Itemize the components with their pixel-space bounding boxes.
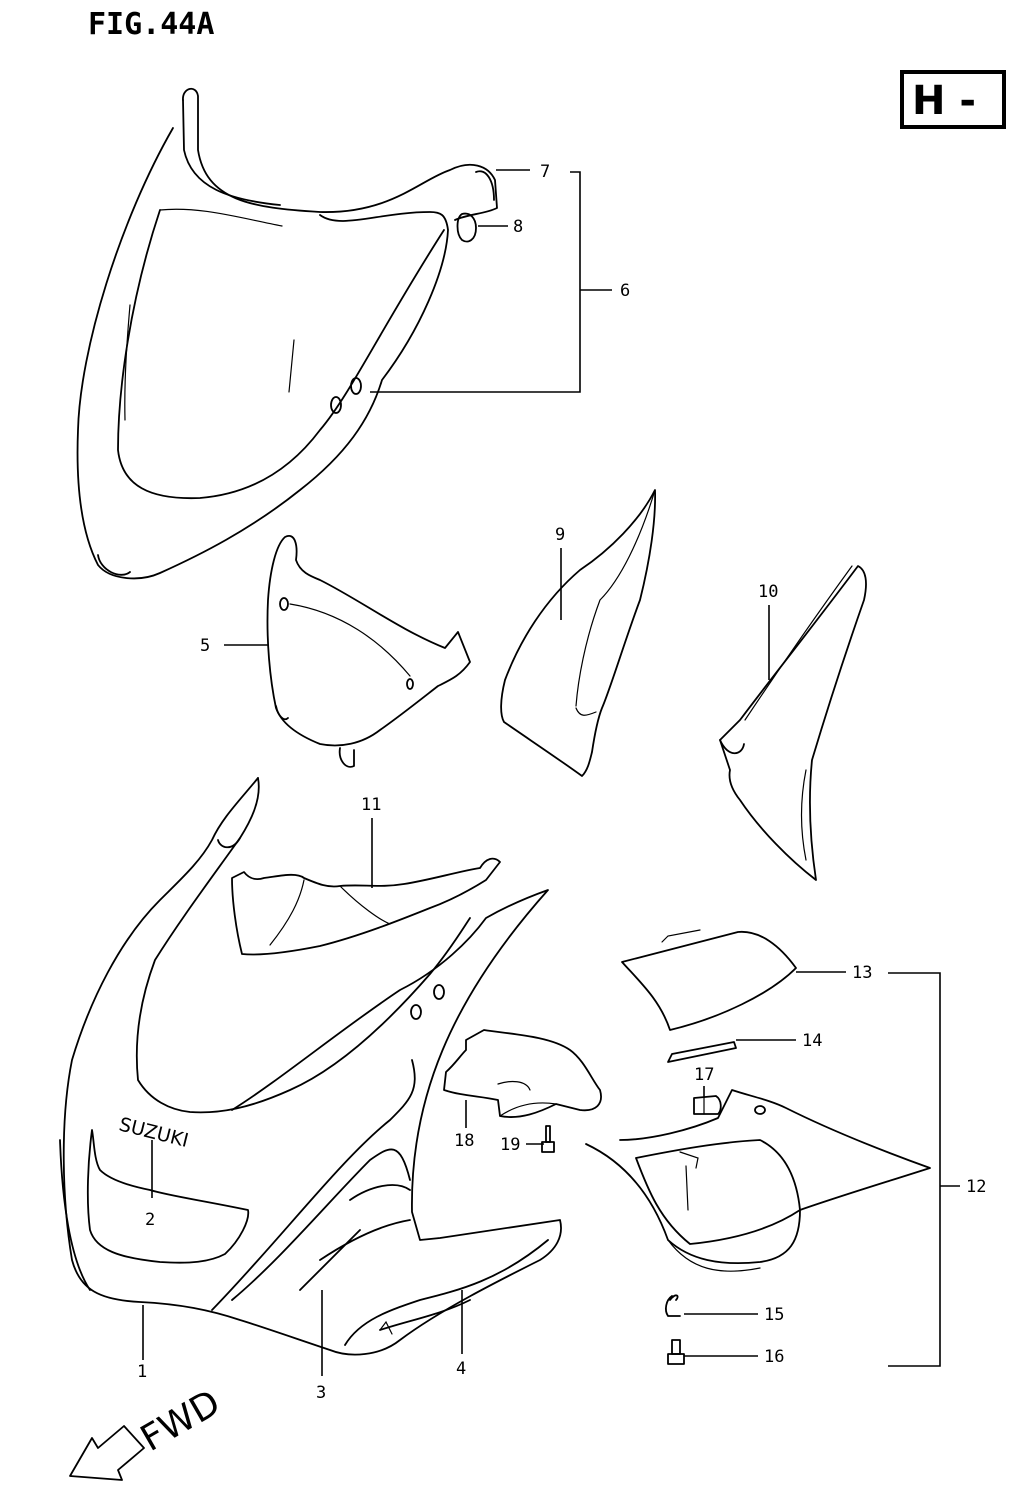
callout-12: 12 <box>966 1177 986 1197</box>
callout-3: 3 <box>316 1383 326 1403</box>
side-panel-part <box>500 489 657 777</box>
callout-9: 9 <box>555 525 565 545</box>
callout-10: 10 <box>758 582 778 602</box>
callout-14: 14 <box>802 1031 822 1051</box>
windscreen-part <box>76 87 498 580</box>
cover-part <box>621 929 797 1031</box>
bolt-part <box>541 1125 555 1153</box>
hook-clip-part <box>665 1294 681 1317</box>
callout-labels: 1 2 3 4 5 6 7 8 9 10 11 12 13 14 15 16 1… <box>137 162 986 1403</box>
brand-logo-text: SUZUKI <box>117 1114 191 1152</box>
upper-cowling-part: SUZUKI <box>59 777 562 1356</box>
figure-title: FIG.44A <box>88 7 214 42</box>
inner-trim-part <box>231 857 501 956</box>
callout-8: 8 <box>513 217 523 237</box>
callout-5: 5 <box>200 636 210 656</box>
callout-2: 2 <box>145 1210 155 1230</box>
callout-6: 6 <box>620 281 630 301</box>
section-code: H - <box>912 78 976 124</box>
callout-11: 11 <box>361 795 381 815</box>
section-code-box: H - <box>900 70 1006 129</box>
leader-lines <box>142 169 960 1376</box>
callout-17: 17 <box>694 1065 714 1085</box>
callout-19: 19 <box>500 1135 520 1155</box>
bracket-part <box>443 1029 602 1118</box>
side-panel-part <box>719 565 867 881</box>
trim-strip-part <box>475 170 495 201</box>
seal-strip-part <box>667 1041 737 1063</box>
screw-part <box>667 1339 685 1365</box>
callout-18: 18 <box>454 1131 474 1151</box>
callout-13: 13 <box>852 963 872 983</box>
callout-7: 7 <box>540 162 550 182</box>
callout-15: 15 <box>764 1305 784 1325</box>
lower-cowling-part <box>585 1089 931 1272</box>
grommet-part <box>456 212 477 243</box>
clip-part <box>693 1095 722 1115</box>
callout-1: 1 <box>137 1362 147 1382</box>
forward-label: FWD <box>134 1382 227 1460</box>
callout-4: 4 <box>456 1359 466 1379</box>
inner-panel-part <box>266 535 471 768</box>
forward-arrow: FWD <box>69 1382 227 1481</box>
callout-16: 16 <box>764 1347 784 1367</box>
